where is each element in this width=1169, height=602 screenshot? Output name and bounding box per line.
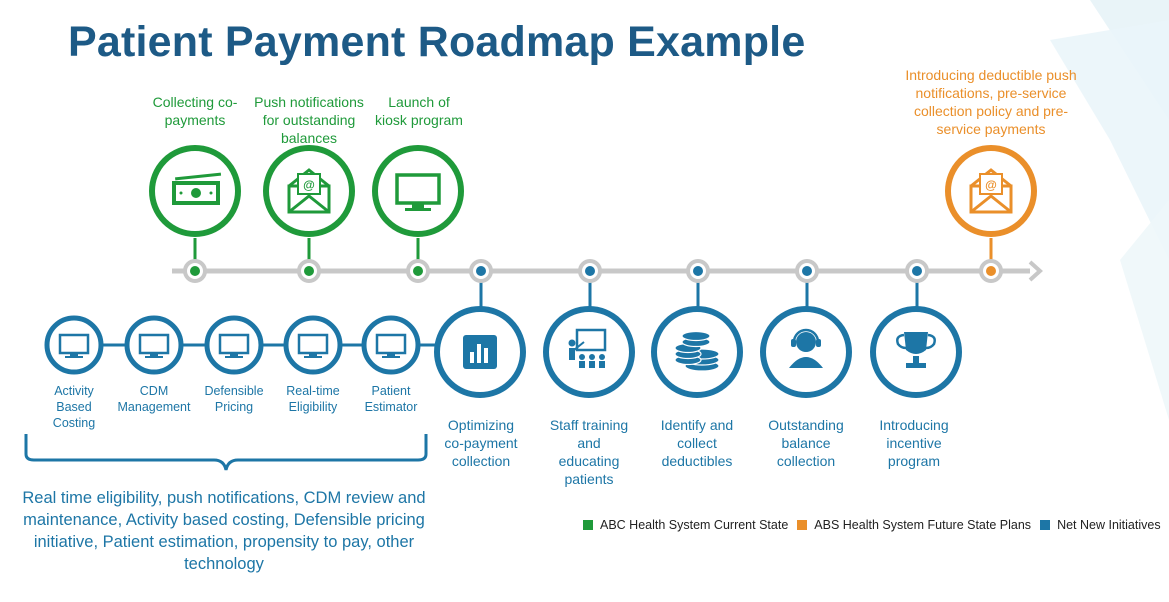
legend-swatch-blue [1040, 520, 1051, 530]
legend-label-new-initiatives: Net New Initiatives [1057, 518, 1161, 532]
label-patient-estimator: Patient Estimator [364, 384, 418, 414]
legend-item-current-state: ABC Health System Current State [583, 518, 788, 532]
initiative-deductibles [651, 259, 743, 398]
initiative-optimizing-copay [434, 259, 526, 398]
tech-patient-estimator [361, 315, 421, 375]
label-push-notifications: Push notifications for outstanding balan… [254, 94, 364, 146]
monitor-icon [138, 333, 170, 358]
milestone-collecting-copayments [149, 145, 241, 283]
tech-activity-based-costing [44, 315, 104, 375]
money-icon [172, 172, 222, 205]
label-incentive: Introducing incentive program [879, 417, 949, 469]
label-deductibles: Identify and collect deductibles [660, 417, 734, 469]
legend-swatch-orange [797, 520, 808, 530]
presentation-icon [568, 328, 607, 368]
email-icon: @ [969, 168, 1013, 214]
label-kiosk-program: Launch of kiosk program [375, 94, 463, 128]
monitor-icon [218, 333, 250, 358]
monitor-icon [297, 333, 329, 358]
initiative-incentive [870, 259, 962, 398]
initiative-staff-training [543, 259, 635, 398]
timeline-arrow [1028, 260, 1043, 282]
trophy-icon [896, 332, 936, 368]
headset-icon [789, 328, 823, 368]
legend-swatch-green [583, 520, 593, 530]
monitor-icon [58, 333, 90, 358]
label-deductible-push: Introducing deductible push notification… [905, 67, 1077, 137]
legend-label-current-state: ABC Health System Current State [600, 518, 789, 532]
svg-text:@: @ [303, 178, 315, 192]
legend-label-future-state: ABS Health System Future State Plans [814, 518, 1032, 532]
milestone-deductible-push: @ [945, 145, 1037, 283]
monitor-icon [375, 333, 407, 358]
chart-icon [463, 335, 497, 369]
label-realtime-eligibility: Real-time Eligibility [286, 384, 340, 414]
legend-item-future-state: ABS Health System Future State Plans [797, 518, 1031, 532]
coins-icon [674, 330, 720, 372]
label-optimizing-copay: Optimizing co-payment collection [444, 417, 518, 469]
label-outstanding-balance: Outstanding balance collection [768, 417, 844, 469]
technology-summary: Real time eligibility, push notification… [22, 489, 426, 573]
label-defensible-pricing: Defensible Pricing [204, 384, 264, 414]
summary-brace [24, 434, 428, 471]
milestone-kiosk-program [372, 145, 464, 283]
legend-item-new-initiatives: Net New Initiatives [1040, 518, 1161, 532]
label-collecting-copayments: Collecting co- payments [152, 94, 238, 128]
tech-cdm-management [124, 315, 184, 375]
label-cdm-management: CDM Management [117, 384, 191, 414]
legend: ABC Health System Current State ABS Heal… [583, 518, 1169, 532]
label-staff-training: Staff training and educating patients [549, 417, 629, 487]
email-icon: @ [287, 168, 331, 214]
milestone-push-notifications: @ [263, 145, 355, 283]
tech-defensible-pricing [204, 315, 264, 375]
page-title: Patient Payment Roadmap Example [68, 18, 806, 66]
tech-realtime-eligibility [283, 315, 343, 375]
svg-text:@: @ [985, 178, 997, 192]
initiative-outstanding-balance [760, 259, 852, 398]
monitor-icon [395, 173, 441, 211]
label-activity-based-costing: Activity Based Costing [52, 384, 96, 430]
